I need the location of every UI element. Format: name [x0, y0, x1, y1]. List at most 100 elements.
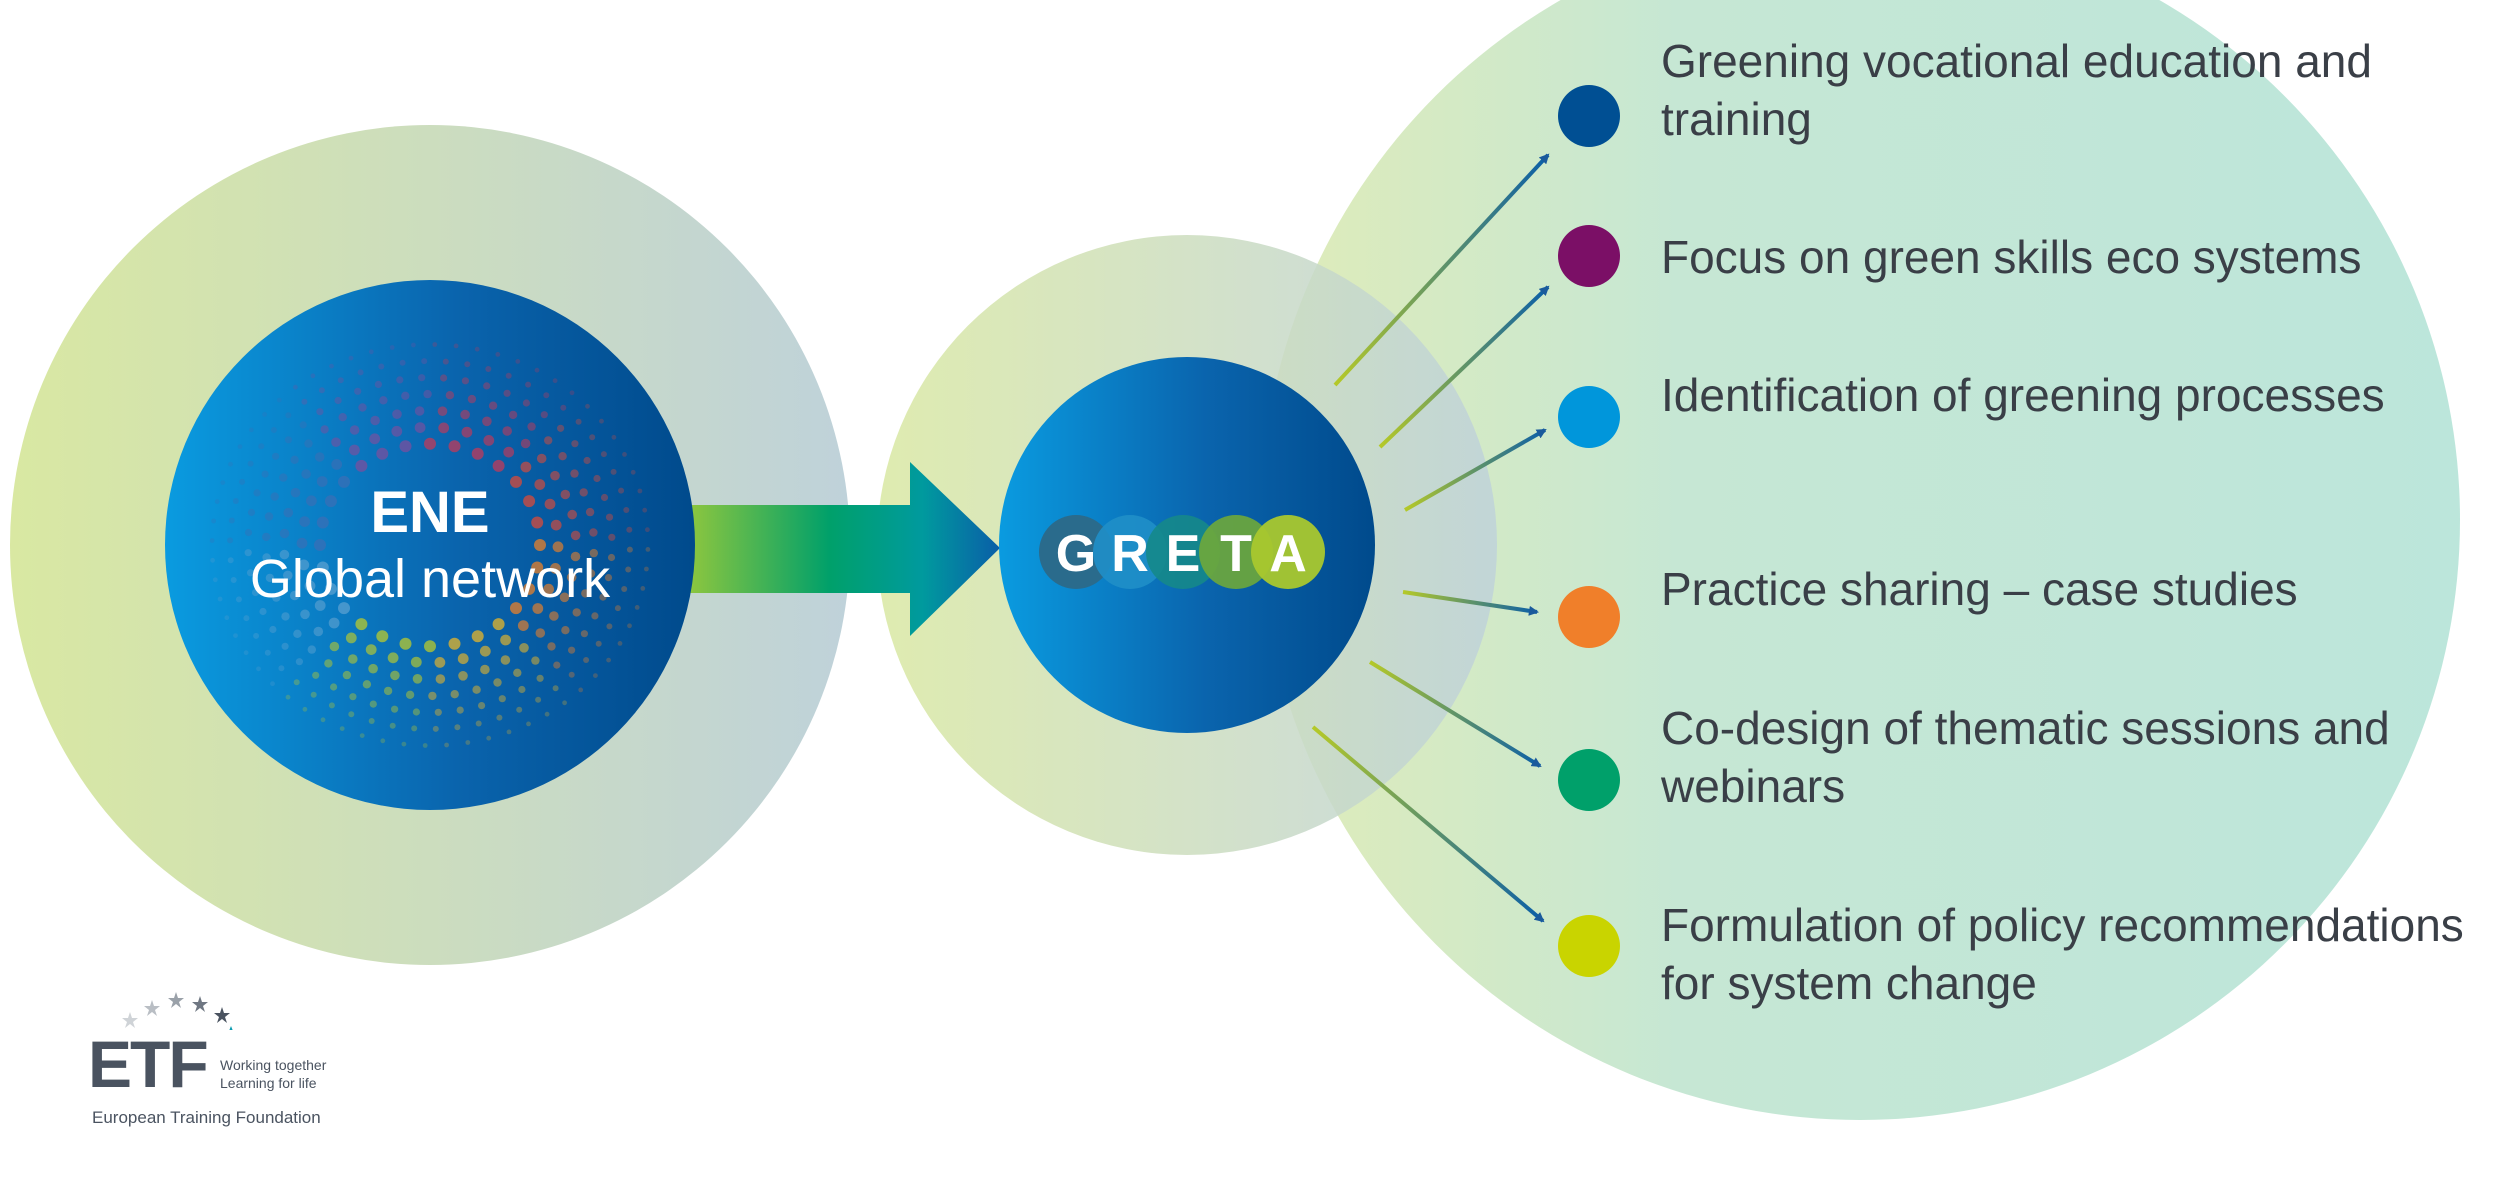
- network-dot: [562, 700, 567, 706]
- network-dot: [324, 659, 333, 668]
- network-dot: [515, 359, 521, 364]
- network-dot: [299, 421, 307, 429]
- outer-halo: [1260, 0, 2460, 1120]
- network-dot: [605, 513, 614, 521]
- network-dot: [296, 537, 308, 549]
- network-dot: [593, 673, 598, 678]
- network-dot: [479, 645, 491, 657]
- network-dot: [342, 670, 352, 680]
- network-dot: [412, 674, 423, 684]
- network-dot: [374, 380, 382, 388]
- network-dot: [230, 577, 237, 583]
- network-dot: [536, 453, 547, 464]
- network-dot: [244, 528, 253, 537]
- greta-letter-e: E: [1166, 525, 1201, 583]
- network-dot: [316, 408, 324, 416]
- network-dot: [251, 588, 260, 597]
- network-dot: [520, 461, 532, 473]
- network-dot: [293, 384, 298, 390]
- network-dot: [237, 444, 243, 449]
- network-dot: [355, 459, 368, 472]
- network-dot: [328, 617, 340, 629]
- network-dot: [253, 632, 260, 639]
- greta-disc-e: [1146, 515, 1220, 589]
- network-dot: [566, 572, 577, 583]
- network-dot: [434, 657, 446, 668]
- network-dot: [276, 397, 282, 403]
- network-dot: [270, 492, 279, 501]
- network-dot: [209, 538, 215, 543]
- network-dot: [258, 443, 265, 450]
- network-dot: [391, 425, 403, 437]
- network-dot: [579, 488, 588, 497]
- item-dot-4: [1558, 586, 1620, 648]
- network-dot: [550, 563, 561, 574]
- network-dot: [589, 434, 596, 441]
- network-dot: [421, 358, 428, 365]
- network-dot: [569, 390, 575, 396]
- network-dot: [572, 608, 581, 617]
- network-dot: [301, 469, 311, 479]
- network-dot: [357, 369, 364, 376]
- network-dot: [606, 657, 611, 663]
- network-dot: [354, 387, 362, 395]
- network-dot: [534, 367, 540, 373]
- network-dot: [210, 557, 216, 563]
- item-label-5: Co-design of thematic sessions and webin…: [1661, 702, 2390, 812]
- network-dot: [369, 433, 381, 445]
- network-dot: [560, 489, 571, 500]
- network-dot: [298, 559, 310, 571]
- network-dot: [422, 743, 428, 748]
- network-dot: [348, 355, 354, 361]
- network-dot: [630, 469, 636, 475]
- network-dot: [464, 361, 471, 368]
- network-dot: [392, 409, 402, 420]
- network-dot: [246, 569, 255, 577]
- network-dot: [391, 705, 399, 713]
- item-dot-3: [1558, 386, 1620, 448]
- network-dot: [517, 620, 529, 631]
- network-dot: [264, 649, 271, 656]
- network-dot: [581, 589, 590, 598]
- network-dot: [475, 720, 482, 727]
- network-dot: [348, 654, 358, 664]
- network-dot: [424, 640, 436, 653]
- connector-6: [1311, 725, 1545, 923]
- network-dot: [637, 488, 643, 494]
- network-dot: [510, 475, 522, 488]
- network-dot: [571, 440, 579, 448]
- logo-tagline: Working together Learning for life: [220, 1057, 327, 1091]
- network-dot: [600, 451, 607, 458]
- logo-stars-icon: [122, 992, 233, 1030]
- network-dot: [247, 460, 254, 467]
- network-dot: [423, 389, 432, 399]
- network-dot: [338, 413, 347, 422]
- network-dot: [211, 518, 217, 524]
- network-dot: [543, 392, 550, 399]
- network-dot: [461, 377, 469, 385]
- network-dot: [411, 342, 416, 348]
- logo-organisation-name: European Training Foundation: [92, 1108, 321, 1127]
- network-dot: [531, 561, 544, 574]
- network-dot: [645, 527, 650, 533]
- network-dot: [552, 685, 559, 692]
- network-dot: [492, 459, 505, 472]
- network-dot: [414, 422, 426, 433]
- network-dot: [558, 452, 567, 461]
- network-dot: [526, 721, 531, 727]
- network-dot: [618, 487, 625, 494]
- network-dot: [265, 573, 275, 583]
- network-dot: [270, 681, 275, 687]
- network-dot: [437, 406, 448, 417]
- network-dot: [401, 741, 407, 747]
- network-dot: [445, 391, 455, 400]
- network-dot: [320, 425, 329, 434]
- network-dot: [580, 630, 589, 638]
- greta-disc-r: [1093, 515, 1167, 589]
- network-dot: [331, 459, 343, 470]
- network-dot: [438, 422, 450, 434]
- network-dot: [272, 593, 281, 602]
- network-dot: [256, 666, 261, 672]
- network-dot: [281, 612, 290, 621]
- network-dot: [293, 629, 302, 638]
